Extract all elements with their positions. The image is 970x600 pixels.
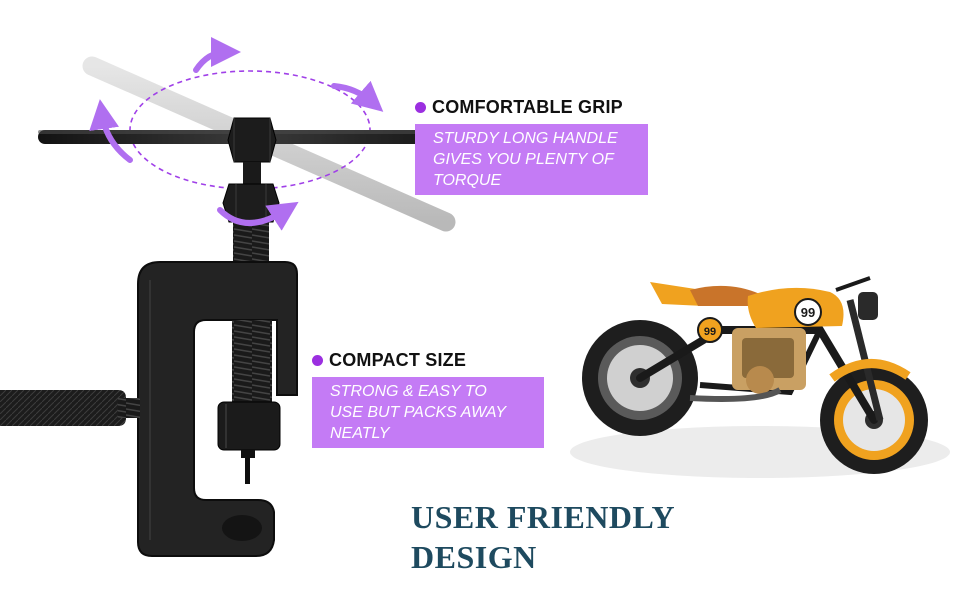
feature-description-line: STRONG & EASY TO [330,383,487,400]
feature-description-box: STRONG & EASY TO USE BUT PACKS AWAY NEAT… [312,377,544,448]
threaded-screw [233,222,269,266]
feature-compact-size: COMPACT SIZE STRONG & EASY TO USE BUT PA… [312,350,544,448]
dot-icon [415,102,426,113]
feature-comfortable-grip: COMFORTABLE GRIP STURDY LONG HANDLE GIVE… [415,97,648,195]
feature-description-box: STURDY LONG HANDLE GIVES YOU PLENTY OF T… [415,124,648,195]
knurled-handle [0,390,140,426]
feature-description-line: STURDY LONG HANDLE [433,130,618,147]
curved-arrow-icon [89,37,384,231]
c-clamp-body [137,261,298,557]
headline-line: DESIGN [411,539,537,575]
motorcycle-illustration: 99 99 [570,276,950,478]
feature-description-line: USE BUT PACKS AWAY [330,404,507,421]
side-number: 99 [704,326,716,338]
feature-description-line: NEATLY [330,425,390,442]
headline-line: USER FRIENDLY [411,499,676,535]
tank-number: 99 [801,305,815,320]
feature-description-line: TORQUE [433,172,502,189]
feature-description-line: GIVES YOU PLENTY OF [433,151,614,168]
dot-icon [312,355,323,366]
headline: USER FRIENDLY DESIGN [411,497,675,577]
push-pin [245,458,250,484]
pin-holder [217,401,281,451]
hex-nut [227,117,277,163]
feature-title: COMFORTABLE GRIP [432,97,623,117]
feature-title: COMPACT SIZE [329,350,467,370]
